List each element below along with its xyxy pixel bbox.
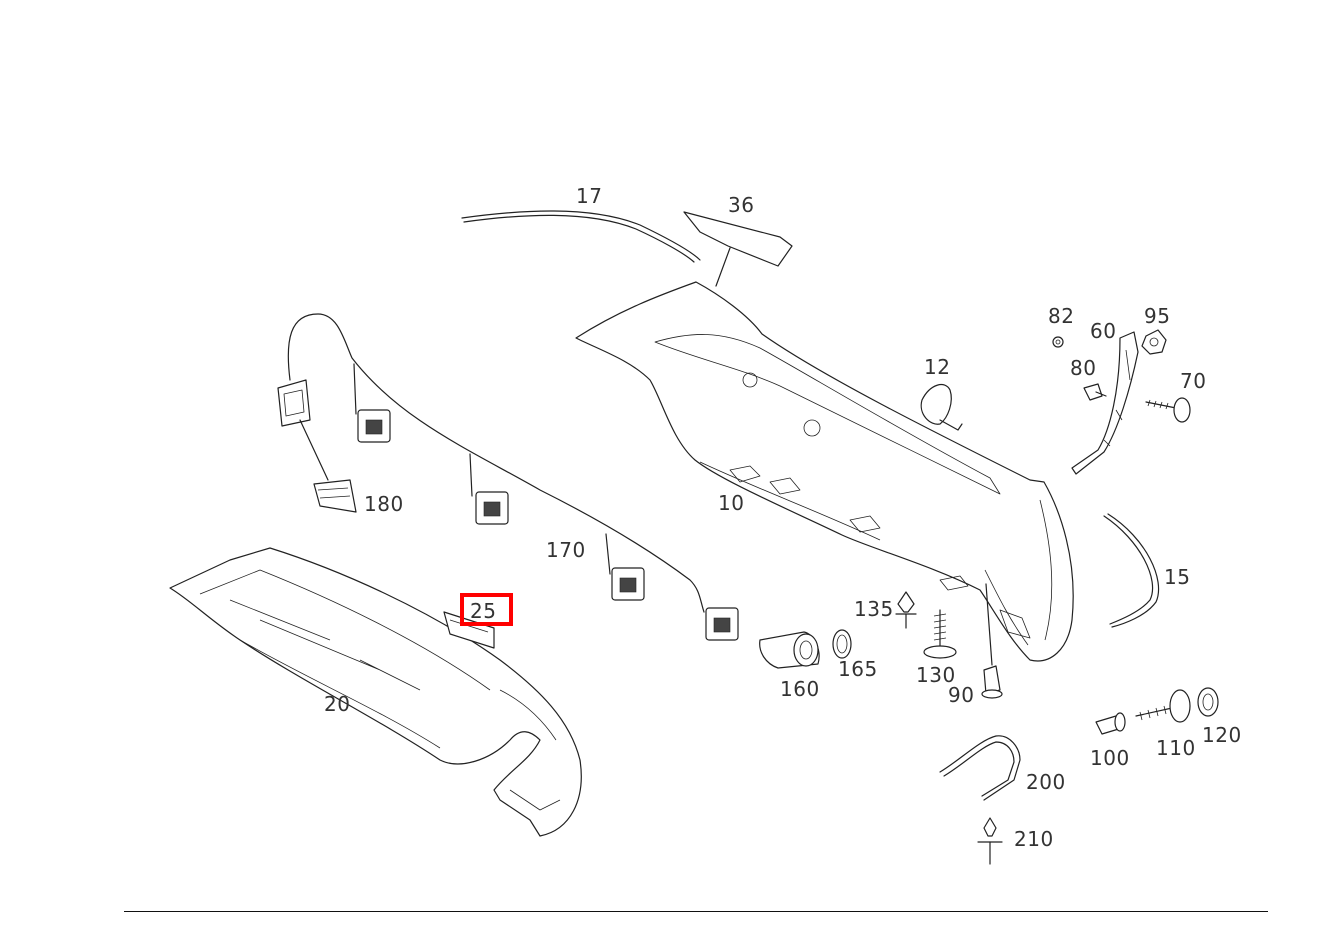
part-15-trim-strip[interactable] [1103, 513, 1160, 628]
part-165-sensor-ring[interactable] [832, 629, 852, 659]
label-12: 12 [924, 355, 950, 379]
part-10-bumper-cover[interactable] [575, 281, 1074, 666]
label-95: 95 [1144, 304, 1170, 328]
label-200: 200 [1026, 770, 1066, 794]
label-160: 160 [780, 677, 820, 701]
label-180: 180 [364, 492, 404, 516]
label-17: 17 [576, 184, 602, 208]
part-70-screw[interactable] [1145, 397, 1191, 423]
label-120: 120 [1202, 723, 1242, 747]
label-25: 25 [470, 599, 496, 623]
part-82-nut[interactable] [1052, 336, 1064, 348]
part-17-trim-strip[interactable] [461, 210, 701, 263]
part-95-nut[interactable] [1141, 329, 1167, 355]
connector-4-icon [705, 607, 739, 641]
part-60-bracket[interactable] [1071, 331, 1139, 475]
label-80: 80 [1070, 356, 1096, 380]
part-210-push-rivet[interactable] [977, 817, 1003, 865]
label-10: 10 [718, 491, 744, 515]
label-135: 135 [854, 597, 894, 621]
part-80-clip[interactable] [1083, 383, 1107, 401]
connector-1-icon [357, 409, 391, 443]
label-36: 36 [728, 193, 754, 217]
part-100-clip[interactable] [1095, 712, 1126, 735]
part-170-wiring-harness[interactable] [277, 313, 739, 641]
label-170: 170 [546, 538, 586, 562]
connector-main-icon [277, 379, 311, 427]
label-100: 100 [1090, 746, 1130, 770]
connector-3-icon [611, 567, 645, 601]
part-110-screw[interactable] [1135, 689, 1191, 723]
label-82: 82 [1048, 304, 1074, 328]
part-90-expansion-nut[interactable] [981, 665, 1003, 699]
label-20: 20 [324, 692, 350, 716]
label-210: 210 [1014, 827, 1054, 851]
label-130: 130 [916, 663, 956, 687]
part-160-parking-sensor[interactable] [759, 631, 820, 669]
part-20-diffuser-panel[interactable] [169, 547, 582, 837]
part-36-reflector[interactable] [683, 211, 793, 287]
part-120-nut[interactable] [1197, 687, 1219, 717]
label-70: 70 [1180, 369, 1206, 393]
label-90: 90 [948, 683, 974, 707]
highlight-box-25 [460, 593, 513, 626]
bottom-divider [124, 911, 1268, 912]
part-130-screw[interactable] [923, 609, 957, 659]
connector-2-icon [475, 491, 509, 525]
label-165: 165 [838, 657, 878, 681]
part-180-holder[interactable] [299, 419, 357, 513]
label-15: 15 [1164, 565, 1190, 589]
part-135-push-clip[interactable] [895, 591, 917, 629]
label-60: 60 [1090, 319, 1116, 343]
label-110: 110 [1156, 736, 1196, 760]
part-200-bracket-strip[interactable] [939, 735, 1021, 801]
part-12-tow-hook-cap[interactable] [920, 383, 963, 431]
